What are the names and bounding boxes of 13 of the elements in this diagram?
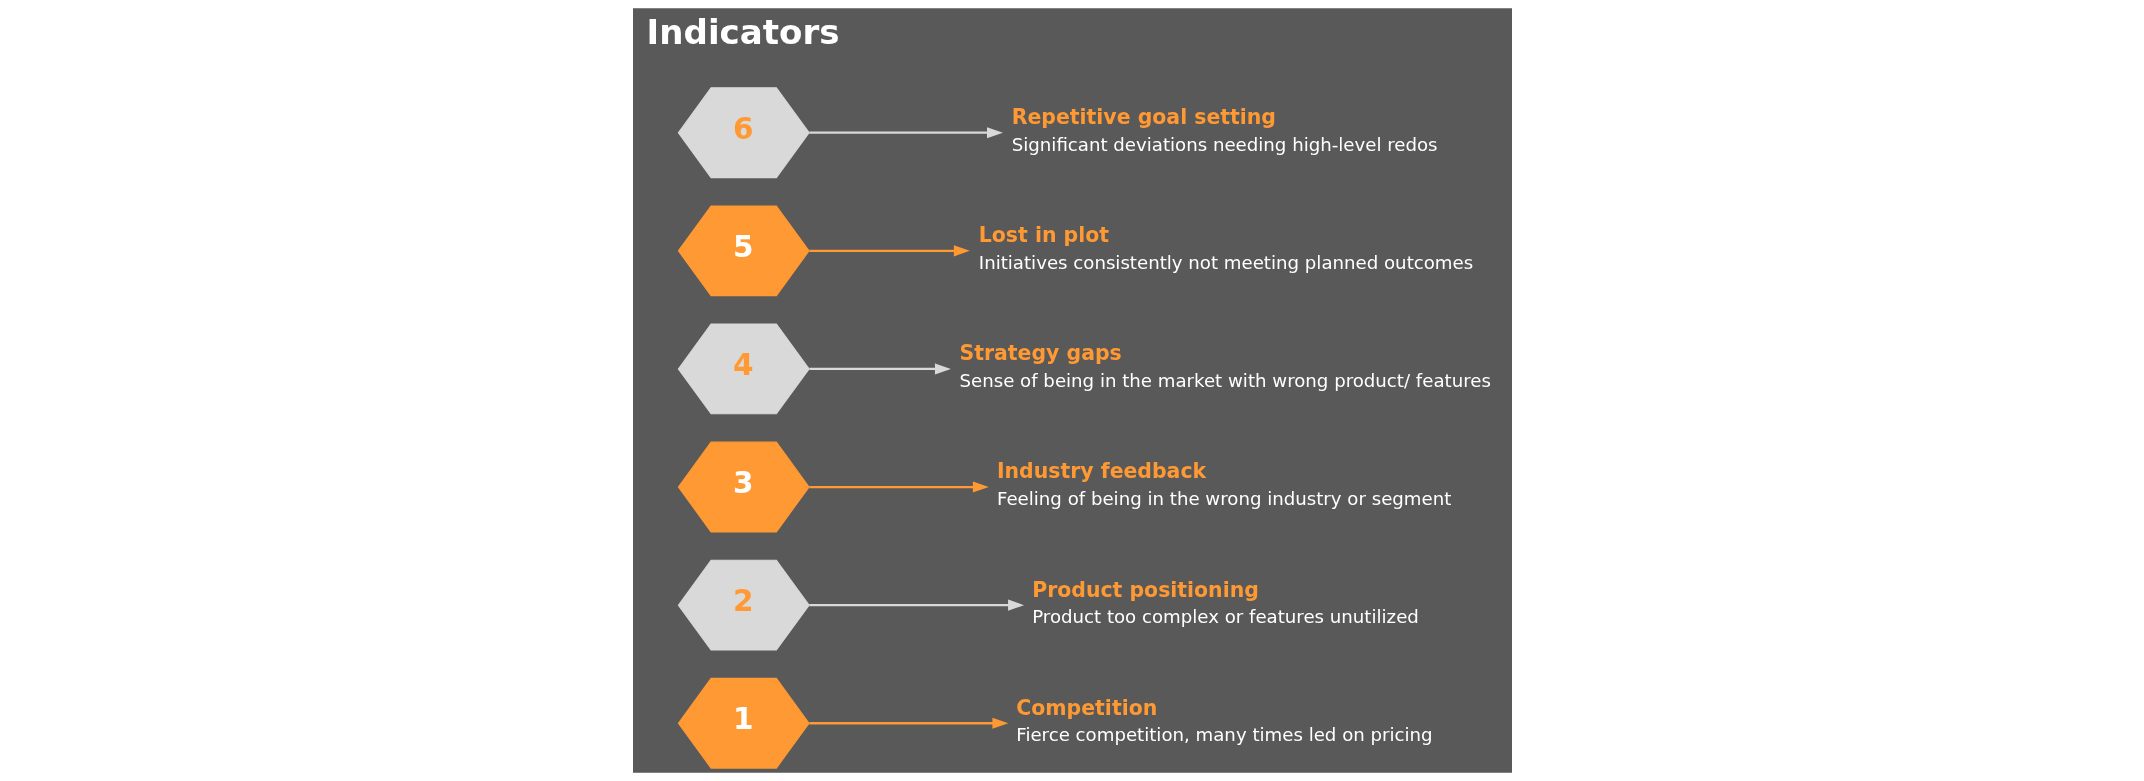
- node-text: Industry feedback Feeling of being in the wrong industry or segment: [996, 459, 1451, 509]
- node-text: Strategy gaps Sense of being in the market with wrong product/ features: [959, 341, 1491, 391]
- node-text: Indicators: [646, 11, 839, 52]
- arrow: [808, 363, 951, 375]
- node-text: Competition Fierce competition, many times led on pricing: [1015, 695, 1433, 746]
- node-text: Product positioning Product too complex or features unutilized: [1031, 577, 1419, 628]
- arrow: [808, 481, 989, 493]
- arrow: [808, 245, 970, 257]
- arrow: [808, 717, 1008, 729]
- node-text: Repetitive goal setting Significant deviations needing high-level redos: [1011, 105, 1438, 155]
- node-text: Lost in plot Initiatives consistently not meeting planned outcomes: [978, 223, 1473, 273]
- arrow: [808, 127, 1003, 139]
- arrow: [808, 599, 1024, 611]
